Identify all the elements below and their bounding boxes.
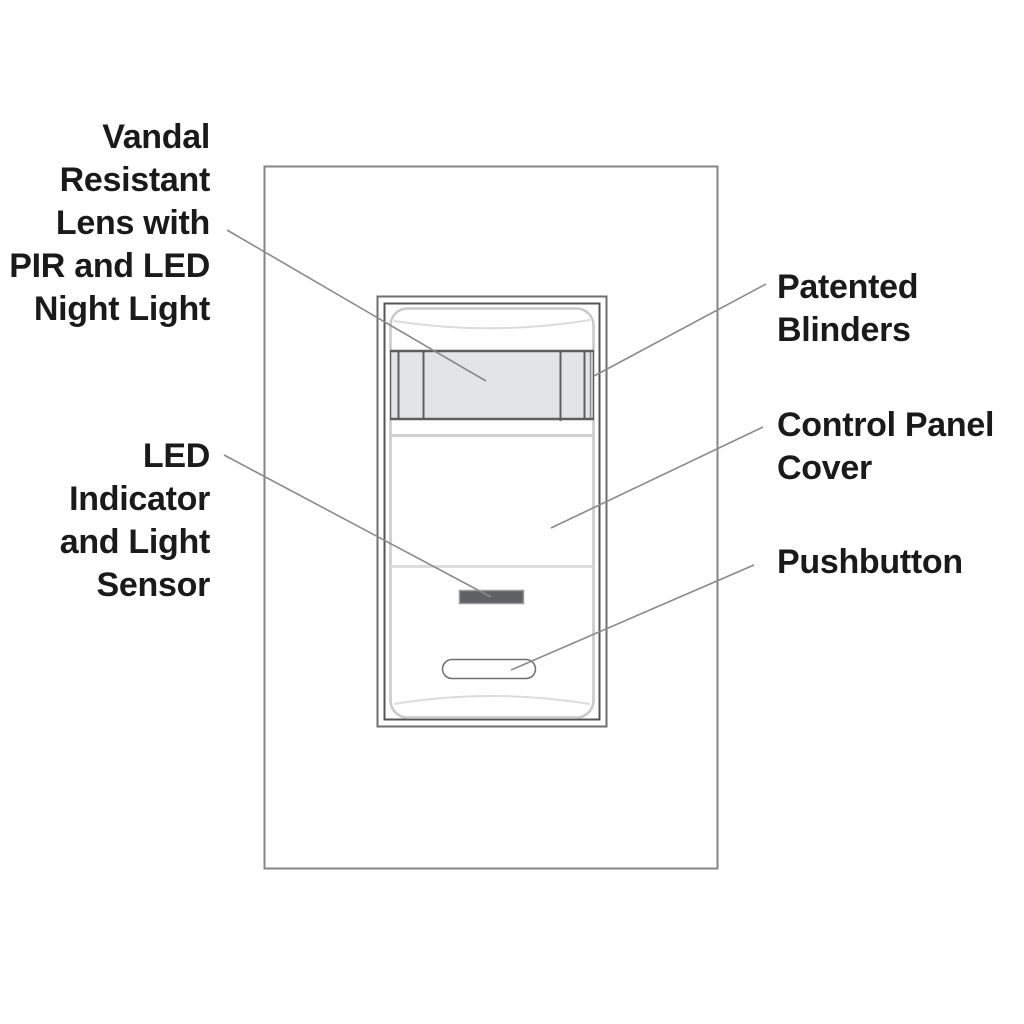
lens-assembly (390, 349, 594, 421)
label-control-panel-cover: Control Panel Cover (777, 406, 995, 487)
cover-top-sheen (393, 319, 591, 330)
label-pushbutton: Pushbutton (777, 543, 963, 581)
leader-control-panel-cover (550, 426, 764, 529)
label-vandal-resistant-lens: Vandal Resistant Lens with PIR and LED N… (9, 118, 210, 328)
leader-pushbutton (510, 564, 755, 671)
leader-led-indicator (223, 454, 492, 598)
leader-vandal-lens (226, 229, 487, 382)
cover-bottom-sheen (393, 695, 591, 705)
pushbutton[interactable] (441, 658, 537, 680)
leader-patented-blinders (593, 283, 767, 377)
label-patented-blinders: Patented Blinders (777, 268, 919, 349)
label-led-indicator-and-light-sensor: LED Indicator and Light Sensor (59, 437, 211, 604)
led-indicator-and-light-sensor (458, 589, 525, 605)
